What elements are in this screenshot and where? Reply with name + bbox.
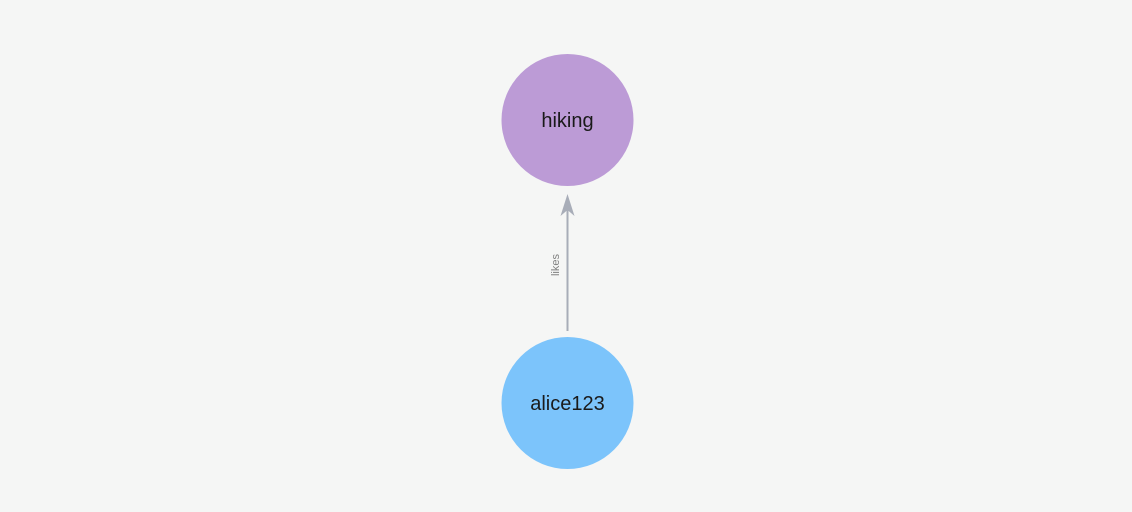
node-circle-alice123[interactable]	[501, 337, 634, 469]
node-label-alice123: alice123	[530, 393, 605, 415]
graph-node-hiking[interactable]: hiking	[501, 54, 634, 186]
edge-label-likes: likes	[550, 254, 562, 277]
edge-arrowhead-icon	[560, 194, 575, 216]
node-label-hiking: hiking	[541, 110, 593, 132]
node-circle-hiking[interactable]	[501, 54, 634, 186]
graph-edge[interactable]: likes	[550, 194, 575, 331]
graph-node-alice123[interactable]: alice123	[501, 337, 634, 469]
